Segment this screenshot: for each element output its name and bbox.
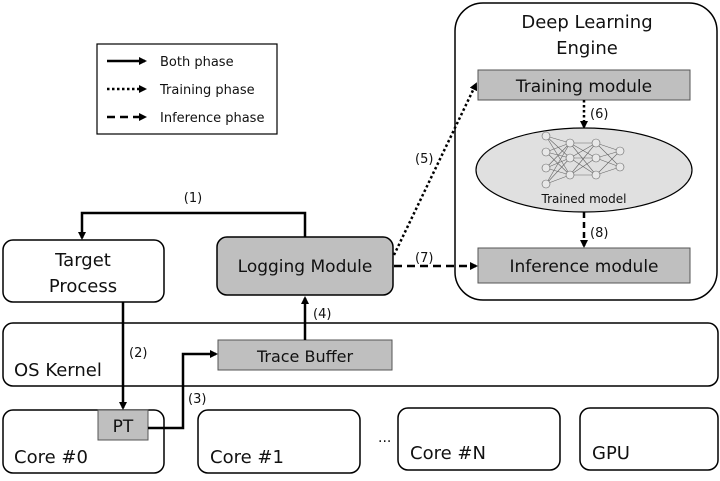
legend: Both phase Training phase Inference phas… (96, 43, 278, 135)
target-process-line2: Process (49, 276, 117, 297)
pt-box (97, 409, 149, 441)
gpu-label: GPU (592, 443, 630, 464)
trace-buffer (217, 339, 393, 371)
training-module (477, 69, 691, 101)
gpu (579, 407, 719, 471)
core-n-label: Core #N (410, 443, 486, 464)
legend-training: Training phase (159, 83, 255, 98)
legend-inference: Inference phase (160, 111, 264, 126)
neural-network-icon (541, 131, 625, 189)
step-2: (2) (129, 346, 147, 361)
os-kernel-label: OS Kernel (14, 360, 102, 381)
core-0-label: Core #0 (14, 447, 88, 468)
engine-title-2: Engine (556, 38, 618, 59)
arrow-5 (392, 82, 478, 256)
engine-title-1: Deep Learning (521, 12, 652, 33)
step-8: (8) (590, 226, 608, 241)
target-process (2, 239, 165, 303)
core-1 (197, 409, 361, 474)
target-process-line1: Target (54, 250, 111, 271)
step-3: (3) (188, 392, 206, 407)
step-1: (1) (184, 191, 202, 206)
core-1-label: Core #1 (210, 447, 284, 468)
logging-module-label: Logging Module (238, 257, 373, 277)
legend-both: Both phase (160, 55, 234, 70)
arrow-1 (78, 211, 307, 240)
training-module-label: Training module (515, 77, 652, 97)
step-7: (7) (415, 251, 433, 266)
step-4: (4) (313, 307, 331, 322)
ellipsis: ... (378, 430, 391, 446)
inference-module (477, 247, 691, 284)
core-n (397, 407, 561, 471)
pt-label: PT (113, 417, 134, 437)
inference-module-label: Inference module (510, 257, 659, 277)
step-6: (6) (590, 107, 608, 122)
step-5: (5) (415, 152, 433, 167)
arrow-3 (148, 350, 218, 430)
trace-buffer-label: Trace Buffer (256, 347, 354, 366)
trained-model-label: Trained model (541, 192, 627, 206)
